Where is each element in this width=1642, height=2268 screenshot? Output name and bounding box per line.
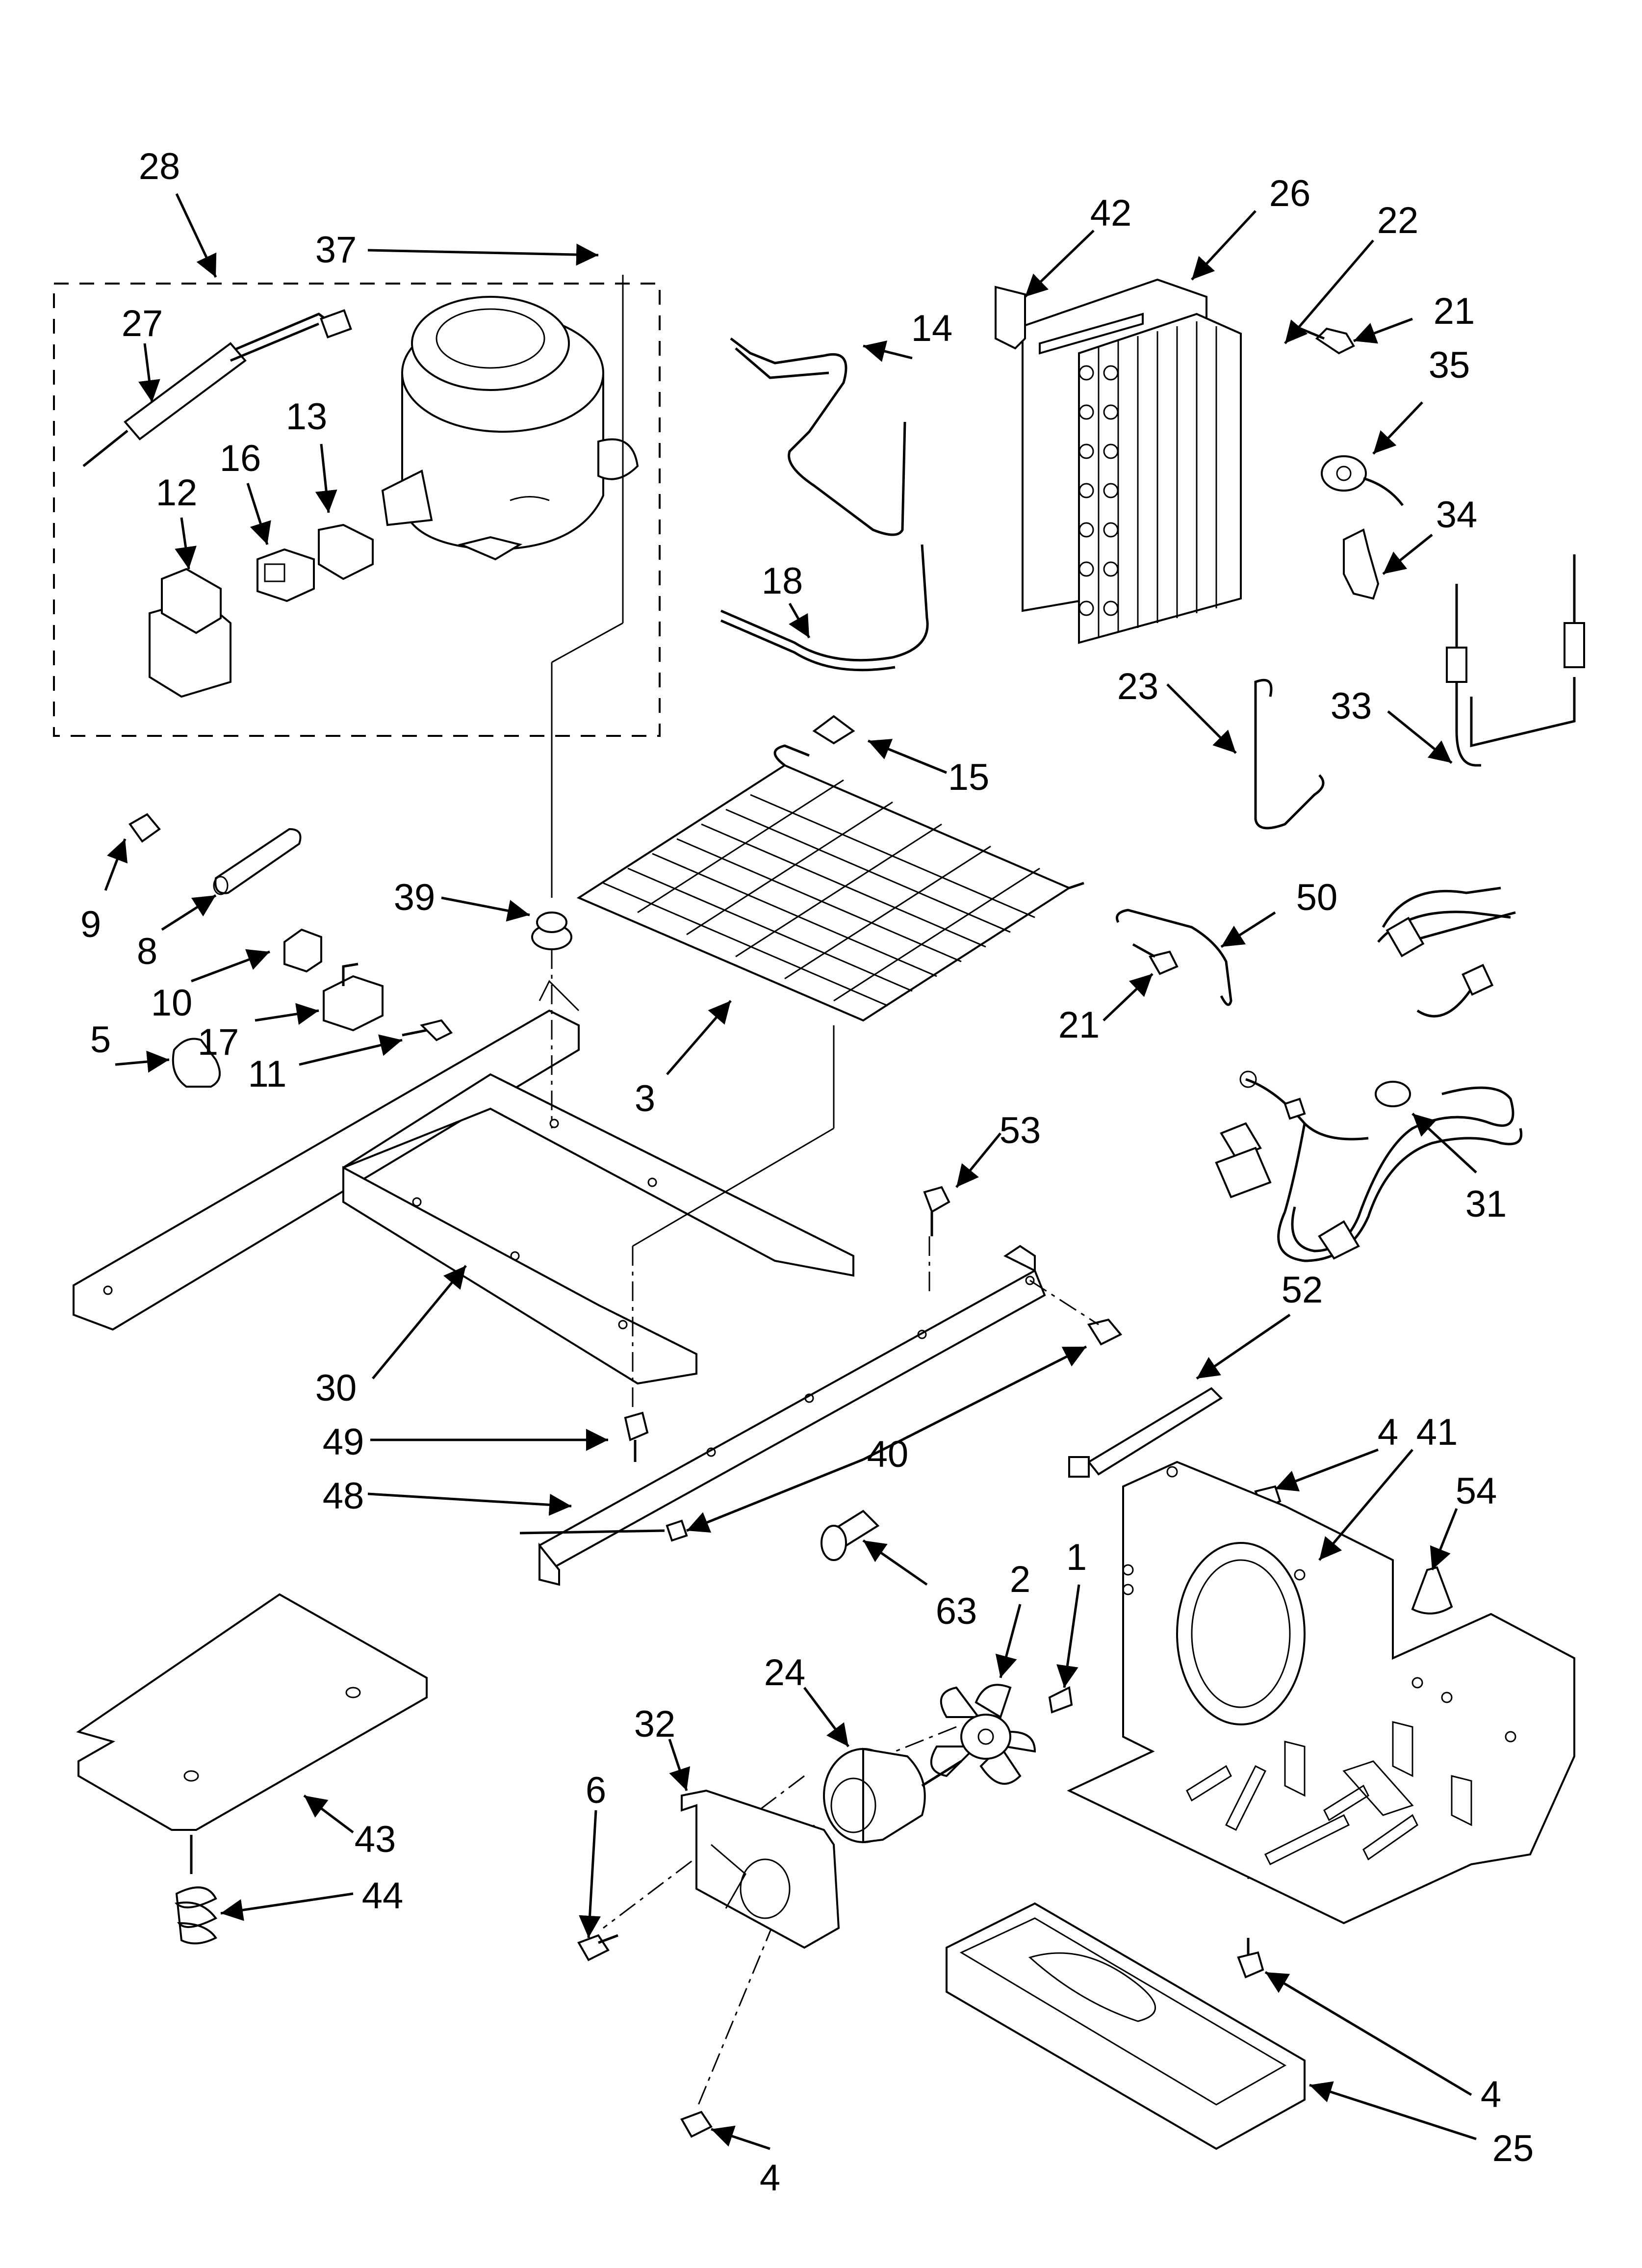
tube: [730, 338, 906, 536]
front-rail: [538, 1245, 1046, 1586]
callout-13: 13: [286, 396, 328, 438]
callout-3: 3: [635, 1078, 655, 1120]
capacitor: [323, 963, 384, 1032]
callout-8: 8: [137, 931, 157, 972]
callout-23: 23: [1117, 666, 1159, 707]
callout-42: 42: [1090, 192, 1132, 234]
callout-35: 35: [1429, 344, 1470, 386]
callout-24: 24: [764, 1652, 806, 1694]
callout-31: 31: [1465, 1183, 1507, 1225]
callout-14: 14: [911, 308, 953, 349]
callout-25: 25: [1492, 2128, 1534, 2169]
compressor: [381, 296, 639, 561]
clip-5: [172, 1038, 221, 1088]
callout-34: 34: [1436, 494, 1478, 536]
wire-connector: [1411, 1566, 1453, 1615]
callout-21: 21: [1434, 290, 1475, 332]
tie-wrap: [1068, 1387, 1223, 1478]
callout-12: 12: [156, 472, 198, 514]
relay: [149, 568, 231, 698]
screw-6: [577, 1934, 618, 1961]
callout-15: 15: [948, 756, 990, 798]
cap: [128, 813, 161, 843]
compressor-kit-boundary: [53, 283, 661, 737]
clip-15: [812, 715, 855, 745]
callout-53: 53: [1000, 1110, 1041, 1151]
callout-leaders: [104, 193, 1477, 2150]
callout-10: 10: [151, 982, 193, 1024]
capacitor-clip: [283, 928, 322, 973]
screw-49: [624, 1411, 649, 1462]
callout-54: 54: [1456, 1470, 1497, 1512]
screw: [1294, 325, 1355, 355]
callout-37: 37: [315, 229, 357, 271]
tube-assembly: [1446, 554, 1585, 767]
condenser: [576, 744, 1084, 1022]
fan-shroud-base: [1067, 1460, 1575, 1925]
evaporator: [1078, 313, 1242, 644]
callout-labels: 28 37 27 13 16 12 42 26 22 21 35 14 34 1…: [80, 146, 1534, 2199]
callout-4b: 4: [760, 2157, 780, 2199]
fan-blade: [930, 1684, 1036, 1785]
callout-4c: 4: [1481, 2074, 1501, 2115]
wire-harness: [1215, 886, 1522, 1262]
screw-11: [402, 1019, 453, 1042]
screw-40: [666, 1318, 1123, 1542]
cover-plate: [76, 1593, 428, 1831]
callout-50: 50: [1296, 877, 1338, 918]
motor-mount-bracket: [681, 1789, 840, 1949]
drier: [82, 309, 352, 467]
thermostat: [1321, 455, 1404, 506]
callout-6: 6: [586, 1770, 606, 1811]
heater-tube: [1254, 678, 1325, 830]
callout-63: 63: [936, 1590, 977, 1632]
bracket-50: [1116, 909, 1232, 1006]
evaporator-bracket: [995, 286, 1026, 350]
callout-26: 26: [1269, 173, 1311, 214]
callout-39: 39: [394, 877, 436, 918]
callout-52: 52: [1282, 1269, 1323, 1311]
callout-30: 30: [315, 1367, 357, 1409]
drain-pan: [946, 1902, 1306, 2150]
callout-27: 27: [122, 303, 163, 344]
callout-2: 2: [1010, 1559, 1030, 1600]
fan-motor: [823, 1747, 962, 1844]
spring: [174, 1835, 218, 1945]
callout-32: 32: [634, 1703, 676, 1745]
callout-16: 16: [220, 438, 261, 479]
callout-18: 18: [762, 560, 803, 602]
screw-53: [923, 1186, 950, 1236]
callout-48: 48: [323, 1475, 364, 1517]
callout-5: 5: [90, 1019, 111, 1061]
base-frame: [73, 980, 854, 1385]
callout-17: 17: [198, 1021, 239, 1063]
insulation-tube: [213, 828, 302, 895]
fitting: [821, 1510, 880, 1561]
callout-49: 49: [323, 1421, 364, 1463]
callout-22: 22: [1377, 200, 1419, 241]
overload: [257, 548, 315, 602]
screw-21b: [1132, 943, 1179, 975]
callout-33: 33: [1331, 685, 1372, 727]
screw-4b: [680, 2111, 713, 2138]
callout-43: 43: [355, 1819, 396, 1860]
callout-4a: 4: [1378, 1411, 1398, 1453]
callout-9: 9: [80, 904, 101, 945]
callout-11: 11: [248, 1053, 287, 1095]
screw-4c: [1237, 1938, 1264, 1979]
callout-21b: 21: [1058, 1004, 1100, 1046]
relay-cover: [318, 523, 374, 580]
callout-28: 28: [139, 146, 180, 187]
callout-1: 1: [1066, 1537, 1087, 1578]
grommet: [531, 912, 572, 950]
callout-40: 40: [867, 1434, 909, 1475]
callout-41: 41: [1416, 1411, 1458, 1453]
callout-44: 44: [362, 1875, 404, 1917]
motor-bracket: [1048, 1686, 1073, 1714]
tube-18: [720, 544, 929, 662]
clip: [1343, 528, 1380, 600]
